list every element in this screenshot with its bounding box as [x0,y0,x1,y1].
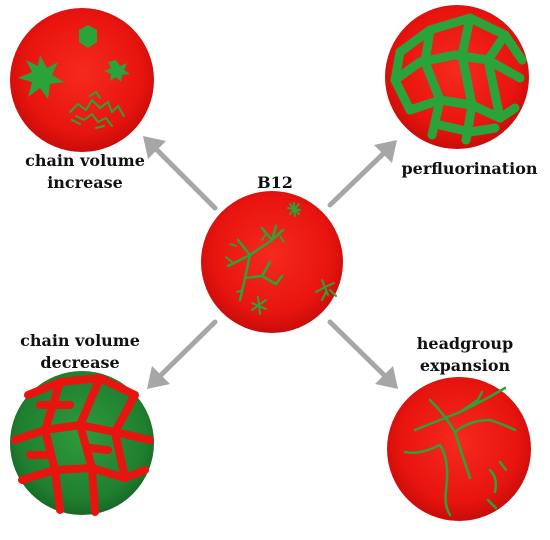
arrow-to-top-left [152,145,218,211]
label-bottom-right: headgroup expansion [400,333,530,377]
dendrite-small-right [315,279,337,301]
label-bottom-left-line-2: decrease [40,353,120,372]
label-bottom-right-line-1: headgroup [416,334,514,353]
arrow-head-bottom-left [147,366,170,389]
network-domain [390,13,527,145]
circle-bottom-right [387,377,531,521]
circle-top-left [10,8,154,152]
arrow-to-bottom-right [327,319,388,379]
fractal-domain [69,90,125,129]
arrow-to-top-right [327,149,388,208]
circle-top-right [385,5,529,149]
star-domain [18,55,64,99]
dendrite-small-top [287,202,301,217]
label-top-left: chain volume increase [5,150,165,194]
circle-bottom-left [10,371,154,516]
dendrite-main [225,224,285,302]
label-center: B12 [257,173,293,192]
flower-domain [104,60,130,82]
label-bottom-left-line-1: chain volume [20,331,140,350]
arrows [143,136,398,389]
label-bottom-right-line-2: expansion [419,356,511,375]
label-top-left-line-1: chain volume [25,151,145,170]
arrow-to-bottom-left [157,319,218,379]
red-network [11,374,154,516]
circle-center [201,191,343,333]
arrow-head-top-right [374,140,397,163]
dendrite-small-bottom [251,296,267,315]
label-top-right: perfluorination [401,159,538,178]
hexagonal-domain [79,25,97,48]
label-top-left-line-2: increase [47,173,123,192]
filament-domain [403,386,517,517]
label-bottom-left: chain volume decrease [5,330,155,374]
arrow-head-top-left [143,136,166,159]
arrow-head-bottom-right [375,366,398,389]
